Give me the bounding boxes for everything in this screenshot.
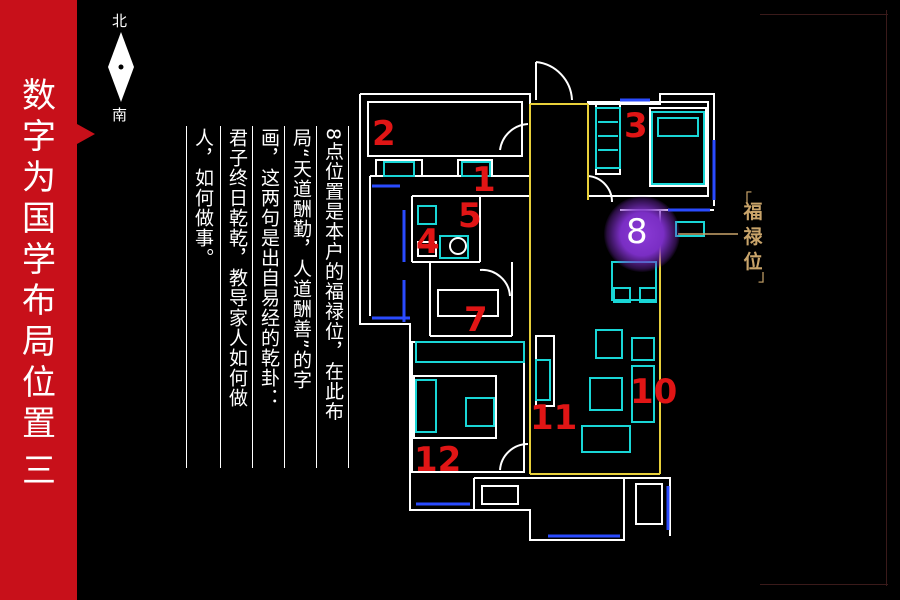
title-char: 布 [22, 281, 56, 321]
title-char: 学 [22, 240, 56, 280]
frame-line [886, 10, 887, 586]
title-char: 数 [22, 76, 56, 116]
room-number: 1 [472, 160, 496, 200]
title-char: 置 [22, 404, 56, 444]
fortune-position-label: 福禄位 [743, 201, 763, 273]
section-numeral: 三 [22, 451, 56, 491]
poem-rule [316, 126, 317, 468]
label-bracket-open: 「 [736, 190, 753, 209]
sidebar-title: 数 字 为 国 学 布 局 位 置 三 [18, 76, 60, 492]
room-number: 10 [630, 372, 678, 412]
poem-rule [348, 126, 349, 468]
poem-column: 局“天道酬勤，人道酬善”的字 [290, 128, 312, 390]
sidebar-arrow [77, 124, 95, 144]
poem-column: 人，如何做事。 [192, 128, 214, 268]
room-number: 5 [458, 196, 482, 236]
room-number: 4 [416, 222, 440, 262]
poem-rule [284, 126, 285, 468]
room-number: 3 [624, 106, 648, 146]
title-char: 位 [22, 363, 56, 403]
frame-line [760, 14, 888, 15]
room-number: 2 [372, 114, 396, 154]
title-char: 国 [22, 199, 56, 239]
room-number: 7 [464, 300, 488, 340]
title-char: 局 [22, 322, 56, 362]
poem-rule [252, 126, 253, 468]
frame-line [760, 584, 888, 585]
highlight-number: 8 [626, 212, 648, 252]
poem-rule [220, 126, 221, 468]
poem-column: 画，这两句是出自易经的乾卦： [258, 128, 280, 408]
poem-column: 君子终日乾乾，教导家人如何做 [226, 128, 248, 408]
label-bracket-close: 」 [758, 266, 775, 285]
room-number: 11 [530, 398, 578, 438]
compass-needle-icon [108, 32, 134, 102]
room-number: 12 [414, 440, 462, 480]
poem-rule [186, 126, 187, 468]
poem-column: 8点位置是本户的福禄位，在此布 [322, 128, 344, 422]
compass-south-label: 南 [112, 106, 128, 124]
highlight-glow [604, 196, 680, 272]
title-char: 字 [22, 117, 56, 157]
compass-north-label: 北 [112, 12, 128, 30]
title-char: 为 [22, 158, 56, 198]
sidebar-banner [0, 0, 77, 600]
